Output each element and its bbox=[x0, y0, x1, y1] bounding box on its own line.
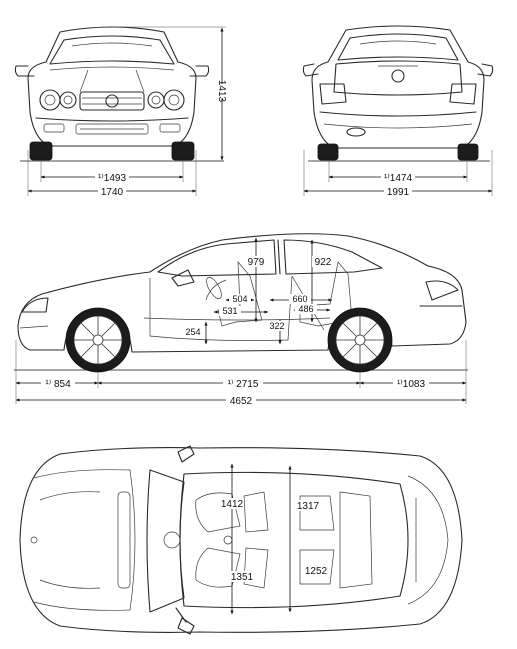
rear-elbow-width-label: 1252 bbox=[305, 566, 328, 577]
front-seat-height-label: 254 bbox=[185, 327, 200, 337]
front-headroom-label: 979 bbox=[248, 257, 265, 268]
front-seat-depth-label: 504 bbox=[232, 294, 247, 304]
wheelbase-label: ¹⁾ 2715 bbox=[228, 379, 259, 390]
front-view bbox=[14, 26, 226, 196]
front-track-label: ¹⁾1493 bbox=[98, 173, 126, 184]
front-overall-width-label: 1740 bbox=[101, 187, 124, 198]
front-shoulder-width-label: 1412 bbox=[221, 499, 244, 510]
rear-view bbox=[302, 25, 494, 196]
front-legroom-label: 531 bbox=[222, 306, 237, 316]
rear-seat-height-label: 322 bbox=[269, 321, 284, 331]
rear-shoulder-width-label: 1317 bbox=[297, 501, 320, 512]
rear-overhang-label: ¹⁾1083 bbox=[397, 379, 425, 390]
height-label: 1413 bbox=[216, 80, 227, 103]
overall-length-label: 4652 bbox=[230, 396, 253, 407]
rear-overall-width-label: 1991 bbox=[387, 187, 410, 198]
rear-headroom-label: 922 bbox=[315, 257, 332, 268]
rear-seat-depth-label: 486 bbox=[298, 304, 313, 314]
front-elbow-width-label: 1351 bbox=[231, 572, 254, 583]
rear-track-label: ¹⁾1474 bbox=[384, 173, 412, 184]
top-view bbox=[19, 445, 463, 635]
front-overhang-label: ¹⁾ 854 bbox=[45, 379, 71, 390]
rear-legroom-label: 660 bbox=[292, 294, 307, 304]
